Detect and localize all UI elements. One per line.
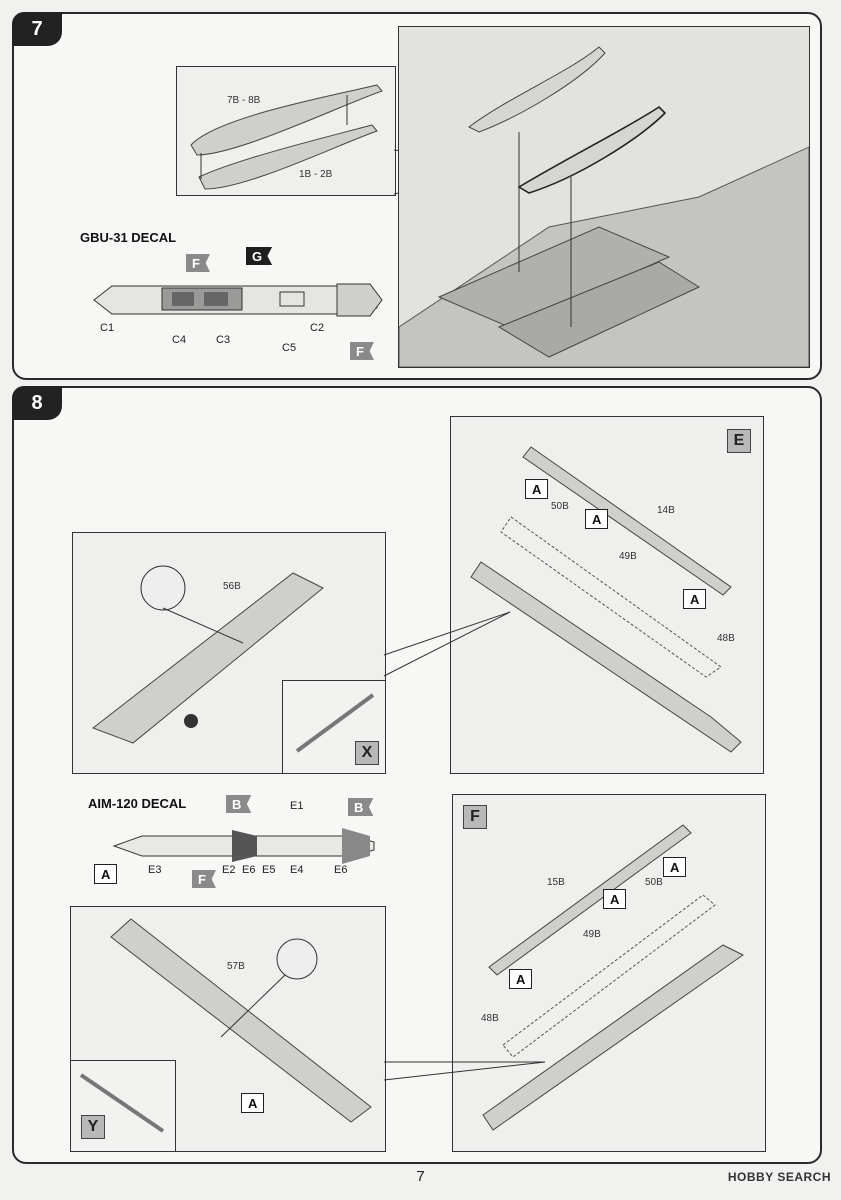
decal-c5: C5 [282,342,297,354]
decal-marking-a-aim120: A [94,864,118,884]
step-8-rail-57b-view: 57B A [70,906,386,1152]
hobby-search-watermark: HOBBY SEARCH [727,1170,831,1184]
part-label-15b: 15B [547,877,565,888]
aircraft-weapons-bay-drawing [399,27,809,367]
decal-e6-left: E6 [242,864,256,876]
decal-c1: C1 [100,322,115,334]
part-label-50b-f: 50B [645,877,663,888]
decal-c3: C3 [216,334,231,346]
part-label-1b-2b: 1B - 2B [299,169,333,180]
decal-e3: E3 [148,864,162,876]
view-e-missile-drawing [470,446,742,753]
step-7-aircraft-view [398,26,810,368]
decal-e2: E2 [222,864,236,876]
decal-c2: C2 [310,322,325,334]
step-8-view-f: F 15B 50B 49B 48B A A A [452,794,766,1152]
rail-56b-drawing [91,565,324,744]
step-7-number: 7 [12,12,62,46]
step-8-x-detail: X [282,680,386,774]
step-8-view-e: E 14B 50B 49B 48B A A A [450,416,764,774]
decal-marking-g: G [246,247,273,265]
x-detail-drawing [295,693,375,753]
part-label-48b-f: 48B [481,1013,499,1024]
part-label-49b-e: 49B [619,551,637,562]
view-letter-y: Y [81,1115,105,1139]
marking-a-e1: A [525,479,549,499]
marking-a-rail: A [241,1093,265,1113]
step-7-bomb-detail: 7B - 8B 1B - 2B [176,66,396,196]
decal-marking-b-left: B [226,795,252,813]
aim120-decal-drawing [112,828,375,864]
marking-a-e3: A [683,589,707,609]
decal-e6-right: E6 [334,864,348,876]
step-8-y-detail: Y [70,1060,176,1152]
marking-a-f1: A [663,857,687,877]
part-label-49b-f: 49B [583,929,601,940]
gbu31-bombs-drawing [190,84,383,190]
part-label-7b-8b: 7B - 8B [227,95,261,106]
page-number: 7 [416,1168,425,1185]
decal-marking-b-right: B [348,798,374,816]
decal-c4: C4 [172,334,187,346]
y-detail-drawing [79,1073,165,1133]
part-label-50b-e: 50B [551,501,569,512]
part-label-14b: 14B [657,505,675,516]
rail-57b-drawing [110,918,372,1123]
gbu31-decal-title: GBU-31 DECAL [80,230,177,245]
marking-a-f2: A [603,889,627,909]
part-label-48b-e: 48B [717,633,735,644]
gbu31-decal-drawing [93,283,383,317]
decal-e4: E4 [290,864,304,876]
decal-marking-f-aim120: F [192,870,216,888]
decal-marking-f-bottom: F [350,342,374,360]
view-letter-e: E [727,429,751,453]
view-letter-f: F [463,805,487,829]
aim120-decal-title: AIM-120 DECAL [88,796,187,811]
view-f-missile-drawing [482,824,744,1131]
marking-a-e2: A [585,509,609,529]
decal-marking-f-top: F [186,254,210,272]
part-label-56b: 56B [223,581,241,592]
part-label-57b: 57B [227,961,245,972]
decal-e1: E1 [290,800,304,812]
decal-e5: E5 [262,864,276,876]
marking-a-f3: A [509,969,533,989]
view-letter-x: X [355,741,379,765]
step-8-number: 8 [12,386,62,420]
